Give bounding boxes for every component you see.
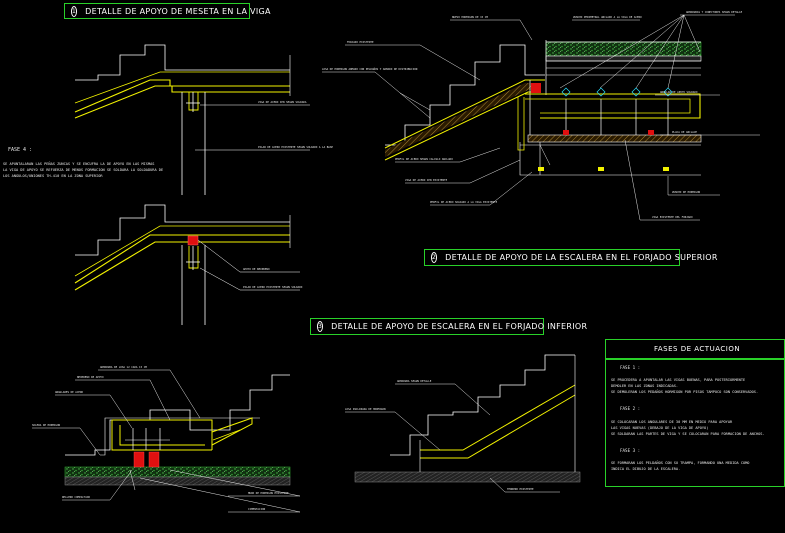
fase-1-line: SE PROCEDERA A APUNTALAR LAS VIGAS BUENA… xyxy=(611,378,746,382)
leader-label: PILAR DE ACERO EXISTENTE SEGUN SOLDADO xyxy=(243,286,303,289)
fase-1-line: SE DEMOLERAN LOS PEDAÑOS HORMIGON POR PI… xyxy=(611,390,759,394)
fase-2-line: LAS VIGAS NUEVAS (DEBAJO DE LA VIGA DE A… xyxy=(611,426,709,430)
leader-label: NUEVO HORMIGON DE 15 CM xyxy=(452,16,488,19)
detail-2 xyxy=(322,14,760,221)
detail-3-right xyxy=(345,354,581,493)
detail-number-badge: 2 xyxy=(431,252,438,263)
fase-3-line: INDICA EL DIBUJO DE LA ESCALERA. xyxy=(611,467,681,471)
fase-2-heading: FASE 2 : xyxy=(620,406,641,411)
fase-2-line: SE SOLDARAN LAS PARTES DE VIGA Y SE COLO… xyxy=(611,432,765,436)
leader-label: LOSA DE HORMIGON ARMADO CON PELDAÑOS Y A… xyxy=(322,68,418,71)
leader-label: TERRENO EXISTENTE xyxy=(507,488,534,491)
leader-label: SOLERA DE HORMIGON xyxy=(32,424,61,427)
left-note-line: SE APUNTALARAN LAS PEÑAS ZUNCAS Y SE ENC… xyxy=(3,162,155,166)
detail-3-left xyxy=(32,369,301,513)
fase-1-heading: FASE 1 : xyxy=(620,365,641,370)
detail-number-badge: 1 xyxy=(71,5,78,17)
fase-3-heading: FASE 3 : xyxy=(620,448,641,453)
leader-label: MURO DE HORMIGON EXISTENTE xyxy=(248,492,289,495)
leader-label: LOSA INCLINADA DE HORMIGON xyxy=(345,408,386,411)
title-detail-2-text: DETALLE DE APOYO DE LA ESCALERA EN EL FO… xyxy=(445,253,718,262)
left-note-line: LOS ANGULOS/UNIONES TH-410 EN LA ZONA SU… xyxy=(3,174,103,178)
leader-label: ARMADURA DE LOSA 12 CADA 15 CM xyxy=(100,366,147,369)
title-detail-1-text: DETALLE DE APOYO DE MESETA EN LA VIGA xyxy=(85,6,271,16)
title-detail-2: 2 DETALLE DE APOYO DE LA ESCALERA EN EL … xyxy=(424,249,717,266)
fases-header: FASES DE ACTUACION xyxy=(654,345,741,353)
leader-label: PILAR DE ACERO EXISTENTE SEGUN SOLDADO A… xyxy=(258,146,333,149)
leader-label: RELLENO COMPACTADO xyxy=(62,496,91,499)
leader-label: ANGULARES DE ACERO xyxy=(55,391,84,394)
leader-label: APOYO DE NEOPRENO xyxy=(243,268,270,271)
leader-label: ANGULAR DE APOYO SOLDADO xyxy=(660,91,698,94)
detail-1-lower xyxy=(74,204,300,325)
leader-label: ZUNCHO DE HORMIGON xyxy=(672,191,701,194)
leader-label: PLACA DE ANCLAJE xyxy=(672,131,697,134)
title-detail-3: 3 DETALLE DE APOYO DE ESCALERA EN EL FOR… xyxy=(310,318,587,335)
detail-1-upper xyxy=(74,44,310,195)
leader-label: ARMADURA SEGUN DETALLE xyxy=(397,380,432,383)
fase-1-line: DEMOLER EN LAS ZONAS INDICADAS. xyxy=(611,384,679,388)
leader-label: ARMADURAS Y CONECTORES SEGUN DETALLE xyxy=(686,11,743,14)
left-note-line: LA VIGA DE APOYO SE REFUERZA DE MENOS FO… xyxy=(3,168,164,172)
leader-label: VIGA DE ACERO IPN SEGUN SOLDADA xyxy=(258,101,307,104)
left-note-heading: FASE 4 : xyxy=(8,147,33,153)
fase-2-line: SE COLOCARAN LOS ANGULARES DE 30 MM EN M… xyxy=(611,420,733,424)
leader-label: CIMENTACION xyxy=(248,508,266,511)
leader-label: VIGA EXISTENTE DEL FORJADO xyxy=(652,216,693,219)
leader-label: VIGA DE ACERO IPN EXISTENTE xyxy=(405,179,448,182)
title-detail-3-text: DETALLE DE APOYO DE ESCALERA EN EL FORJA… xyxy=(331,322,588,331)
fase-3-line: SE FORMARAN LOS PELDAÑOS CON SU TRAMPA, … xyxy=(611,461,750,465)
leader-label: PERFIL DE ACERO SOLDADO A LA VIGA EXISTE… xyxy=(430,201,498,204)
title-detail-1: 1 DETALLE DE APOYO DE MESETA EN LA VIGA xyxy=(64,3,270,19)
leader-label: PERFIL DE ACERO SEGUN CALCULO ANCLADO xyxy=(395,158,453,161)
leader-label: NEOPRENO DE APOYO xyxy=(77,376,104,379)
detail-number-badge: 3 xyxy=(317,321,324,332)
leader-label: FORJADO EXISTENTE xyxy=(347,41,374,44)
leader-label: ZUNCHO PERIMETRAL ANCLADO A LA VIGA DE A… xyxy=(573,16,642,19)
